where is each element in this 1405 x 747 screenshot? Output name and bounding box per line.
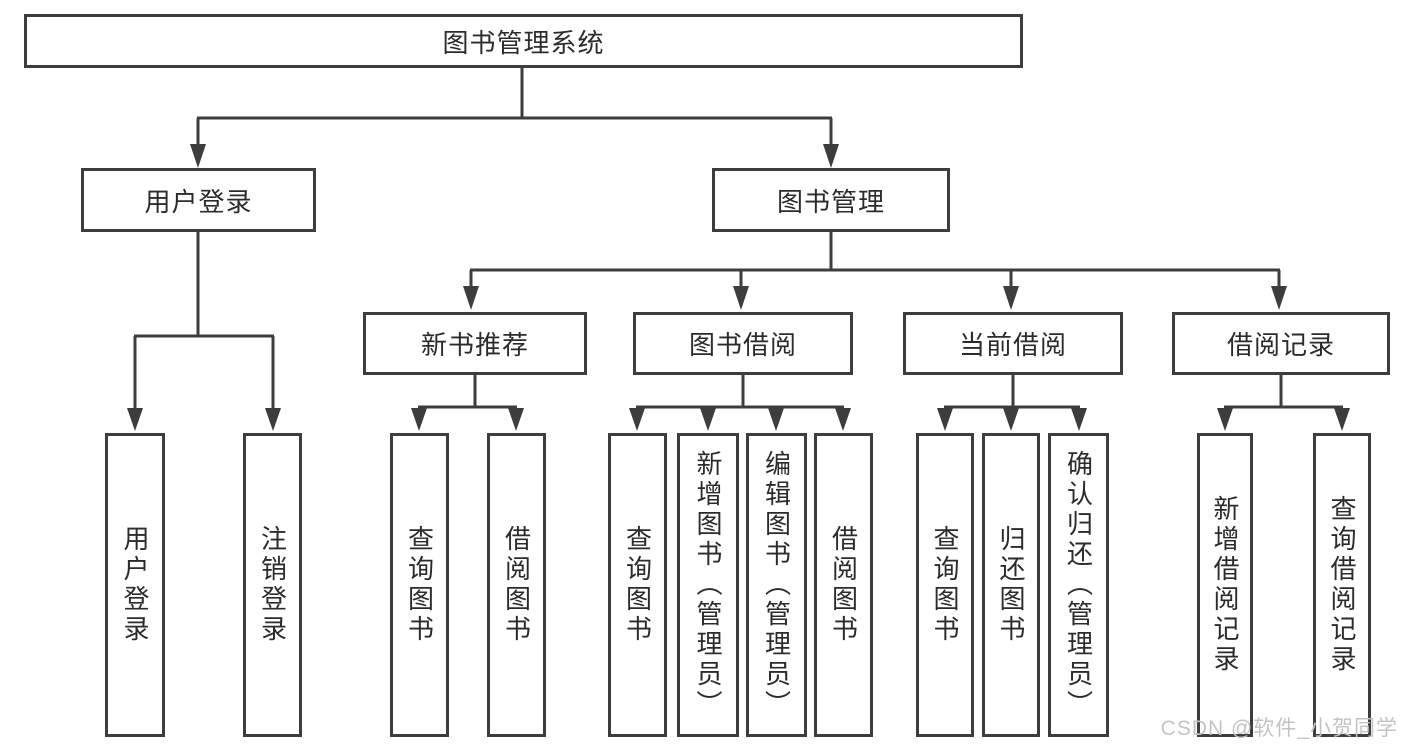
- leaf-borrow-books-recommend: 借阅图书: [487, 433, 546, 737]
- node-book-management: 图书管理: [712, 168, 950, 232]
- leaf-query-books-current: 查询图书: [916, 433, 974, 737]
- node-library-management-system: 图书管理系统: [24, 14, 1023, 68]
- leaf-return-books: 归还图书: [982, 433, 1040, 737]
- leaf-user-login: 用户登录: [105, 433, 165, 737]
- leaf-edit-books-admin: 编辑图书（管理员）: [746, 433, 807, 737]
- leaf-add-borrow-record: 新增借阅记录: [1197, 433, 1253, 737]
- watermark: CSDN @软件_小贺同学: [1160, 717, 1398, 740]
- node-borrowing-records: 借阅记录: [1172, 312, 1390, 375]
- leaf-borrow-books: 借阅图书: [814, 433, 873, 737]
- leaf-query-borrow-record: 查询借阅记录: [1313, 433, 1371, 737]
- node-new-book-recommendation: 新书推荐: [363, 312, 587, 375]
- leaf-logout: 注销登录: [243, 433, 302, 737]
- node-user-login: 用户登录: [81, 168, 316, 232]
- node-current-borrowing: 当前借阅: [903, 312, 1123, 375]
- leaf-add-books-admin: 新增图书（管理员）: [677, 433, 739, 737]
- leaf-query-books-recommend: 查询图书: [390, 433, 449, 737]
- node-book-borrowing: 图书借阅: [633, 312, 853, 375]
- leaf-query-books-borrowing: 查询图书: [608, 433, 667, 737]
- leaf-confirm-return-admin: 确认归还（管理员）: [1048, 433, 1109, 737]
